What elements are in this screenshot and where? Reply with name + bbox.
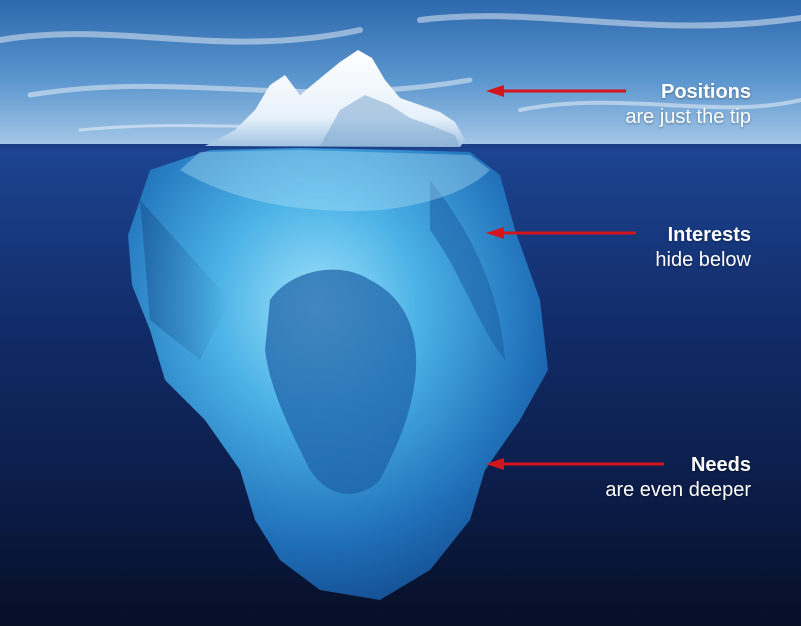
label-positions: Positions are just the tip — [625, 80, 751, 130]
label-needs: Needs are even deeper — [605, 453, 751, 503]
label-interests: Interests hide below — [655, 223, 751, 273]
iceberg-shadow — [265, 269, 417, 494]
label-positions-desc: are just the tip — [625, 106, 751, 128]
clouds — [0, 13, 801, 132]
label-needs-title: Needs — [690, 454, 751, 476]
label-positions-title: Positions — [660, 81, 751, 103]
arrow-positions — [486, 85, 626, 97]
arrow-needs — [486, 458, 664, 470]
label-needs-desc: are even deeper — [605, 479, 751, 501]
label-interests-title: Interests — [667, 224, 751, 246]
label-interests-desc: hide below — [655, 249, 751, 271]
arrow-interests — [486, 227, 636, 239]
